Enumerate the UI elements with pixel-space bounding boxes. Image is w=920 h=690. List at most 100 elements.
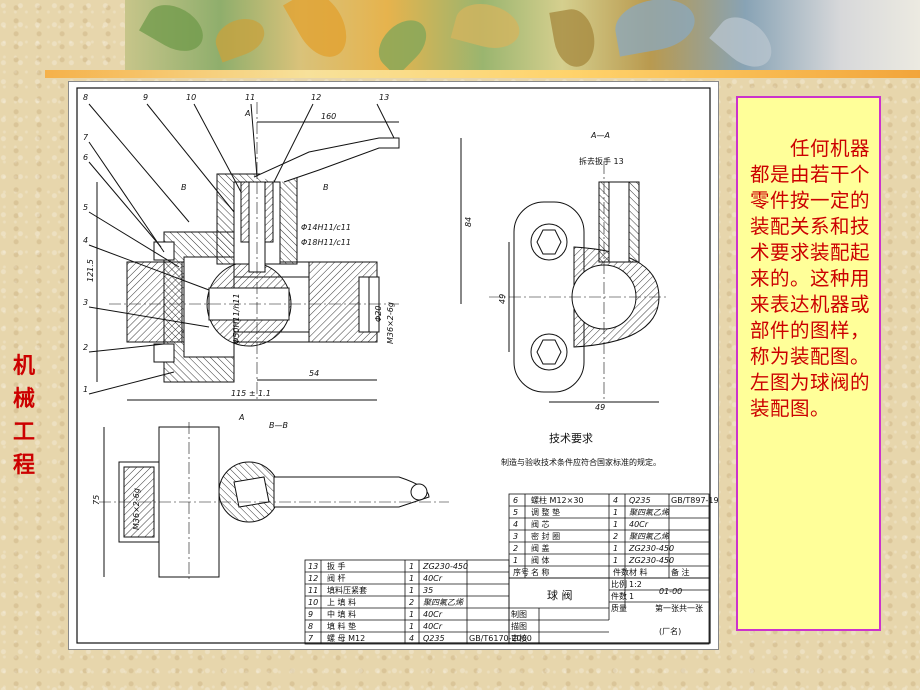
bom-left-cell: 2	[409, 598, 414, 607]
bom-left-cell: 35	[423, 586, 433, 595]
sheet-info: 第一张共一张	[655, 603, 703, 613]
weight-label: 质量	[611, 603, 627, 613]
bom-right-cell: 4	[613, 496, 618, 505]
bom-left-cell: 40Cr	[423, 622, 443, 631]
bom-left-cell: 40Cr	[423, 610, 443, 619]
view-mark-b-right: B	[323, 183, 329, 192]
bom-right-cell: 阀 盖	[531, 543, 550, 553]
description-box: 任何机器都是由若干个零件按一定的装配关系和技术要求装配起来的。这种用来表达机器或…	[736, 96, 881, 631]
drawing-frame	[76, 87, 711, 644]
dimension-phi14: Φ14H11/c11	[301, 223, 351, 232]
bill-of-materials-left	[304, 559, 710, 645]
bom-left-cell: 13	[308, 562, 318, 571]
scale-label: 比例	[611, 579, 627, 589]
bom-right-header-cell: 名 称	[531, 567, 550, 577]
drawing-name: 球 阀	[547, 588, 573, 602]
bom-right-cell: 2	[613, 532, 618, 541]
dimension-labels: 160 84 121.5 54 115 ± 1.1 Φ20 M36×2-6g Φ…	[86, 112, 473, 398]
section-a-a-view	[489, 162, 669, 403]
bom-right-cell: 阀 芯	[531, 519, 550, 529]
bom-right-cell: 1	[613, 544, 618, 553]
front-section-view	[88, 102, 462, 402]
bom-left-cell: ZG230-450	[422, 562, 468, 571]
bom-left-cell: 10	[308, 598, 318, 607]
company-name: (厂名)	[659, 626, 681, 636]
part-label-1: 1	[83, 385, 88, 394]
bom-right-cell: ZG230-450	[628, 556, 674, 565]
bom-left-cell: 40Cr	[423, 574, 443, 583]
bom-left-cell: GB/T6170-2000	[469, 634, 532, 643]
ball-valve-assembly-drawing: 8 9 10 11 12 13 7 6 5 4 3 2 1 A B B 160 …	[68, 81, 729, 650]
view-mark-a: A	[244, 109, 250, 118]
part-label-11: 11	[245, 93, 255, 102]
bom-right-cell: 聚四氟乙烯	[629, 508, 670, 517]
bom-right-cell: 密 封 圈	[531, 531, 560, 541]
section-b-b-title: B—B	[269, 421, 288, 430]
bom-right-cell: 4	[513, 520, 518, 529]
bom-left-cell: 聚四氟乙烯	[423, 598, 464, 607]
bill-of-materials-right	[508, 493, 710, 579]
bom-right-cell: 调 整 垫	[531, 507, 560, 517]
bom-left-cell: 中 填 料	[327, 609, 356, 619]
bom-left-cell: 7	[308, 634, 314, 643]
bom-left-cell: 1	[409, 562, 414, 571]
part-label-2: 2	[83, 343, 88, 352]
bom-left-cell: 1	[409, 586, 414, 595]
checked-label: 审核	[511, 633, 527, 643]
bom-right-cell: 螺柱 M12×30	[531, 495, 584, 505]
scale-value: 1:2	[629, 580, 642, 589]
bom-left-cell: 阀 杆	[327, 573, 346, 583]
dimension-121-5: 121.5	[86, 259, 95, 282]
bom-left-cell: Q235	[423, 634, 445, 643]
bom-right-cell: 2	[513, 544, 518, 553]
tech-requirements-text: 制造与验收技术条件应符合国家标准的规定。	[501, 457, 661, 467]
bom-right-header-cell: 件数	[613, 567, 629, 577]
part-label-7: 7	[83, 133, 89, 142]
view-mark-b-left: B	[181, 183, 187, 192]
bom-right-cell: 3	[513, 532, 518, 541]
removed-handle-note: 拆去扳手 13	[579, 156, 624, 166]
dimension-m36-side: M36×2-6g	[132, 488, 141, 530]
dimension-75: 75	[92, 495, 101, 505]
assembly-drawing-svg: 8 9 10 11 12 13 7 6 5 4 3 2 1 A B B 160 …	[76, 87, 729, 645]
bom-right-cell: GB/T897-1988	[671, 496, 718, 505]
dimension-phi18: Φ18H11/c11	[301, 238, 351, 247]
section-a-a-title: A—A	[590, 131, 610, 140]
dimension-49-vertical: 49	[498, 294, 507, 304]
dimension-160: 160	[321, 112, 336, 121]
bom-right-cell: 聚四氟乙烯	[629, 532, 670, 541]
bom-right-header-cell: 备 注	[671, 567, 690, 577]
dimension-115: 115 ± 1.1	[231, 389, 271, 398]
bom-right-cell: 阀 体	[531, 555, 550, 565]
bom-right-cell: 1	[613, 556, 618, 565]
part-label-4: 4	[83, 236, 88, 245]
banner-underline	[45, 70, 920, 78]
drawing-code: 01-00	[659, 587, 682, 596]
title-block-text: 球 阀 比例 1:2 件数 1 质量 01-00 第一张共一张 制图 描图 审核…	[511, 579, 703, 643]
dimension-84: 84	[464, 217, 473, 227]
dimension-54: 54	[309, 369, 319, 378]
count-value: 1	[629, 592, 634, 601]
bom-left-cell: 8	[308, 622, 313, 631]
bom-left-cell: 上 填 料	[327, 597, 356, 607]
part-label-13: 13	[379, 93, 389, 102]
part-label-9: 9	[143, 93, 148, 102]
part-label-10: 10	[186, 93, 196, 102]
tech-requirements-title: 技术要求	[549, 432, 593, 445]
bom-left-cell: 1	[409, 574, 414, 583]
bom-left-cell: 填 料 垫	[327, 621, 356, 631]
description-text: 任何机器都是由若干个零件按一定的装配关系和技术要求装配起来的。这种用来表达机器或…	[750, 137, 871, 420]
part-label-5: 5	[83, 203, 88, 212]
bom-right-cell: ZG230-450	[628, 544, 674, 553]
part-label-8: 8	[83, 93, 88, 102]
decorative-leaf-banner	[125, 0, 920, 70]
bom-right-cell: 1	[613, 520, 618, 529]
bom-left-cell: 1	[409, 610, 414, 619]
side-title: 机械工程	[12, 353, 35, 478]
dimension-49-horizontal: 49	[595, 403, 605, 412]
section-b-b-labels: B—B A 75 M36×2-6g	[92, 413, 288, 530]
technical-requirements: 技术要求 制造与验收技术条件应符合国家标准的规定。	[501, 432, 661, 467]
bom-right-header-cell: 材 料	[629, 567, 648, 577]
bom-left-cell: 12	[308, 574, 318, 583]
